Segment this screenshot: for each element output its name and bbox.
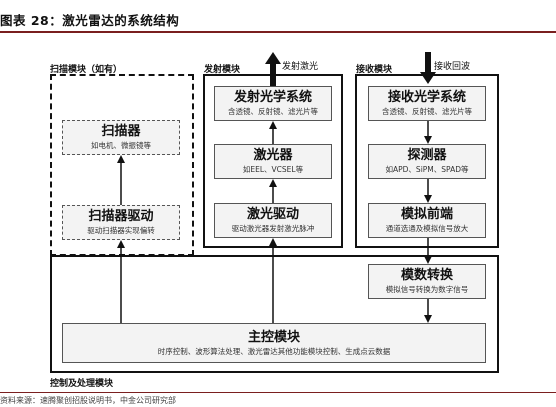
detector-subtitle: 如APD、SiPM、SPAD等 xyxy=(385,165,469,174)
adc-title: 模数转换 xyxy=(400,268,453,283)
receive-echo-label: 接收回波 xyxy=(434,62,471,72)
main-control-subtitle: 时序控制、波形算法处理、激光雷达其他功能模块控制、生成点云数据 xyxy=(157,346,391,356)
scanner-subtitle: 如电机、微振镜等 xyxy=(91,141,151,150)
analog-frontend-subtitle: 通道选通及模拟信号放大 xyxy=(385,224,469,233)
scanner-driver-subtitle: 驱动扫描器实现偏转 xyxy=(87,226,155,235)
figure-title: 图表 28：激光雷达的系统结构 xyxy=(0,13,180,28)
control-panel-label: 控制及处理模块 xyxy=(50,379,114,389)
main-control-title: 主控模块 xyxy=(247,329,300,345)
source-note: 资料来源：速腾聚创招股说明书，中金公司研究部 xyxy=(0,396,176,405)
scanner-driver-title: 扫描器驱动 xyxy=(88,209,154,224)
emit-optics-box: 发射光学系统 含透镜、反射镜、滤光片等 xyxy=(214,86,332,121)
laser-box: 激光器 如EEL、VCSEL等 xyxy=(214,144,332,179)
receive-optics-box: 接收光学系统 含透镜、反射镜、滤光片等 xyxy=(368,86,486,121)
receive-echo-arrow xyxy=(420,52,436,84)
bottom-divider xyxy=(0,392,556,393)
scan-panel-label: 扫描模块（如有） xyxy=(50,65,123,75)
emit-optics-subtitle: 含透镜、反射镜、滤光片等 xyxy=(228,107,318,116)
receive-optics-title: 接收光学系统 xyxy=(387,90,466,105)
receive-panel-label: 接收模块 xyxy=(356,65,393,75)
control-panel xyxy=(50,255,499,373)
adc-box: 模数转换 模拟信号转换为数字信号 xyxy=(368,264,486,299)
analog-frontend-box: 模拟前端 通道选通及模拟信号放大 xyxy=(368,203,486,238)
laser-subtitle: 如EEL、VCSEL等 xyxy=(242,165,304,174)
emit-panel-label: 发射模块 xyxy=(204,65,241,75)
scanner-driver-box: 扫描器驱动 驱动扫描器实现偏转 xyxy=(62,205,180,240)
laser-title: 激光器 xyxy=(253,148,293,163)
adc-subtitle: 模拟信号转换为数字信号 xyxy=(385,285,469,294)
scanner-box: 扫描器 如电机、微振镜等 xyxy=(62,120,180,155)
analog-frontend-title: 模拟前端 xyxy=(400,207,453,222)
scanner-title: 扫描器 xyxy=(101,124,141,139)
laser-driver-title: 激光驱动 xyxy=(246,207,299,222)
receive-optics-subtitle: 含透镜、反射镜、滤光片等 xyxy=(382,107,472,116)
detector-title: 探测器 xyxy=(407,148,447,163)
laser-driver-box: 激光驱动 驱动激光器发射激光脉冲 xyxy=(214,203,332,238)
laser-driver-subtitle: 驱动激光器发射激光脉冲 xyxy=(231,224,315,233)
main-control-box: 主控模块 时序控制、波形算法处理、激光雷达其他功能模块控制、生成点云数据 xyxy=(62,323,486,363)
detector-box: 探测器 如APD、SiPM、SPAD等 xyxy=(368,144,486,179)
emit-laser-arrow xyxy=(265,52,281,86)
emit-laser-label: 发射激光 xyxy=(282,62,319,72)
emit-optics-title: 发射光学系统 xyxy=(233,90,312,105)
title-divider xyxy=(0,31,556,33)
